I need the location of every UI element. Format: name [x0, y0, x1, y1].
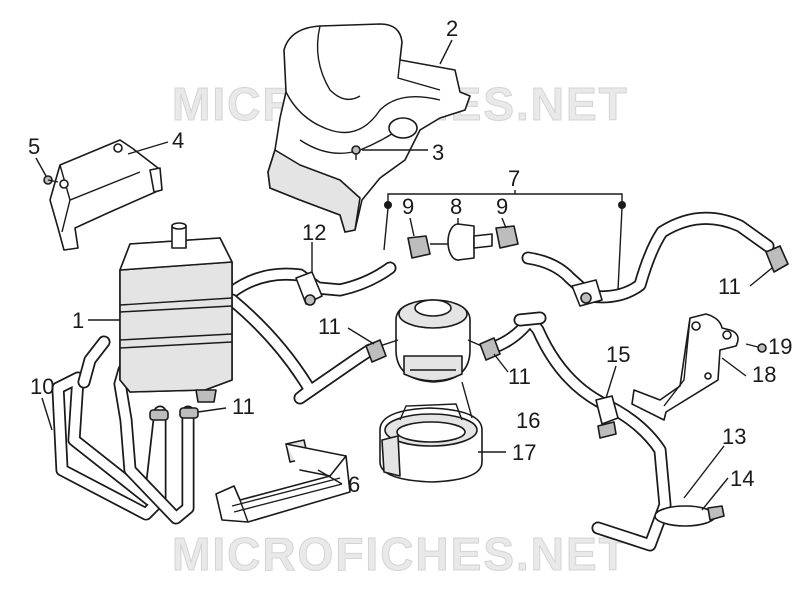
- callout-16: 16: [516, 408, 540, 433]
- part-3-screw: [351, 145, 361, 160]
- watermark-bottom: MICROFICHES.NET: [172, 528, 629, 580]
- part-11-clamp-valve-left: [365, 339, 387, 363]
- callout-13: 13: [722, 424, 746, 449]
- callout-6: 6: [348, 472, 360, 497]
- part-18-bracket: [631, 313, 739, 421]
- part-12-clamp: [295, 271, 323, 306]
- part-13-hose: [485, 311, 672, 552]
- part-16-valve: [379, 299, 487, 383]
- part-7-bracket-line: [383, 190, 626, 291]
- part-7-dot-left: [384, 201, 392, 209]
- callout-14: 14: [730, 466, 754, 491]
- part-5-screw: [43, 175, 59, 185]
- part-9-nut-right: [495, 225, 519, 249]
- callout-9-right: 9: [496, 194, 508, 219]
- part-11-clamp-right: [765, 245, 789, 273]
- callout-4: 4: [172, 128, 184, 153]
- part-17-holder: [379, 403, 483, 483]
- callout-17: 17: [512, 440, 536, 465]
- part-10-hose: [51, 335, 195, 525]
- part-11-clamp-lower: [149, 407, 199, 421]
- callout-10: 10: [30, 374, 54, 399]
- callout-1: 1: [72, 308, 84, 333]
- callout-8: 8: [450, 194, 462, 219]
- part-19-screw: [745, 343, 767, 353]
- part-7-hose: [521, 211, 775, 304]
- callout-5: 5: [28, 134, 40, 159]
- callout-labels: 1 2 3 4 5 6 7 8 9 9 10 11 11 11 11 12 13…: [28, 16, 792, 497]
- part-7-clip: [571, 279, 603, 307]
- callout-3: 3: [432, 140, 444, 165]
- leader-lines: [35, 39, 773, 511]
- part-6-tray: [215, 439, 351, 523]
- callout-11-valve-right: 11: [508, 364, 531, 389]
- callout-11-right: 11: [718, 274, 741, 299]
- callout-9-left: 9: [402, 194, 414, 219]
- part-8-filter: [430, 223, 493, 261]
- part-1-canister: [119, 222, 233, 403]
- part-9-nut-left: [407, 235, 431, 259]
- part-7-dot-right: [618, 201, 626, 209]
- callout-7: 7: [508, 166, 520, 191]
- callout-2: 2: [446, 16, 458, 41]
- callout-11-valve-left: 11: [318, 314, 341, 339]
- callout-18: 18: [752, 362, 776, 387]
- callout-15: 15: [606, 342, 630, 367]
- callout-11-canister: 11: [232, 394, 255, 419]
- callout-12: 12: [302, 220, 326, 245]
- part-4-bracket: [49, 139, 163, 251]
- part-14-clamp: [654, 505, 725, 527]
- callout-19: 19: [768, 334, 792, 359]
